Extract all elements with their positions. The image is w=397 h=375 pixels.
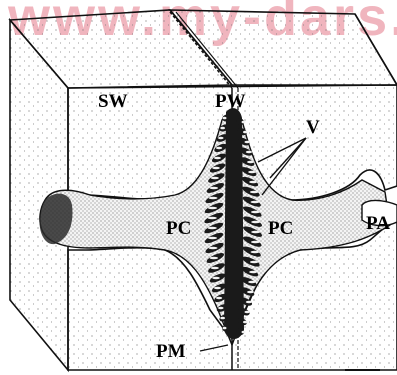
membrane-lobe-highlight [246, 301, 252, 304]
membrane-lobe-highlight [243, 321, 248, 324]
label-sw: SW [98, 92, 128, 111]
membrane-lobe-highlight [218, 137, 223, 140]
label-pc-left: PC [166, 219, 191, 238]
membrane-lobe-highlight [243, 131, 248, 134]
membrane-lobe-highlight [249, 181, 257, 184]
membrane-lobe-highlight [246, 151, 252, 154]
membrane-lobe-highlight [251, 231, 260, 234]
membrane-lobe-highlight [214, 287, 221, 290]
membrane-lobe-highlight [208, 227, 217, 230]
membrane-lobe-highlight [212, 167, 220, 170]
membrane-lobe-highlight [209, 247, 218, 250]
membrane-lobe-highlight [251, 201, 260, 204]
membrane-lobe-highlight [244, 311, 249, 314]
label-pm: PM [156, 342, 186, 361]
membrane-lobe-highlight [251, 251, 260, 254]
membrane-lobe-highlight [216, 297, 222, 300]
membrane-lobe-highlight [248, 281, 256, 284]
label-pc-right: PC [268, 219, 293, 238]
membrane-lobe-highlight [242, 121, 246, 124]
membrane-lobe-highlight [211, 177, 219, 180]
membrane-lobe-highlight [209, 197, 218, 200]
membrane-lobe-highlight [244, 141, 249, 144]
membrane-lobe-highlight [242, 331, 246, 334]
label-pw: PW [215, 92, 246, 111]
membrane-lobe-highlight [248, 171, 256, 174]
membrane-lobe-highlight [216, 147, 222, 150]
membrane-lobe-highlight [250, 191, 259, 194]
membrane-lobe-highlight [208, 207, 217, 210]
membrane-lobe-highlight [214, 157, 221, 160]
label-v: V [306, 118, 320, 137]
membrane-lobe-highlight [223, 117, 227, 120]
membrane-lobe-highlight [220, 127, 225, 130]
membrane-lobe-highlight [250, 261, 259, 264]
membrane-lobe-highlight [218, 307, 223, 310]
membrane-lobe-highlight [251, 241, 260, 244]
membrane-lobe-highlight [211, 267, 219, 270]
membrane-lobe-highlight [251, 211, 260, 214]
label-pa: PA [366, 214, 390, 233]
membrane-lobe-highlight [208, 217, 217, 220]
membrane-lobe-highlight [223, 327, 227, 330]
membrane-lobe-highlight [247, 161, 254, 164]
membrane-lobe-highlight [210, 187, 219, 190]
membrane-lobe-highlight [210, 257, 219, 260]
membrane-lobe-highlight [251, 221, 260, 224]
membrane-lobe-highlight [220, 317, 225, 320]
membrane-lobe-highlight [249, 271, 257, 274]
membrane-lobe-highlight [247, 291, 254, 294]
membrane-lobe-highlight [212, 277, 220, 280]
membrane-lobe-highlight [208, 237, 217, 240]
